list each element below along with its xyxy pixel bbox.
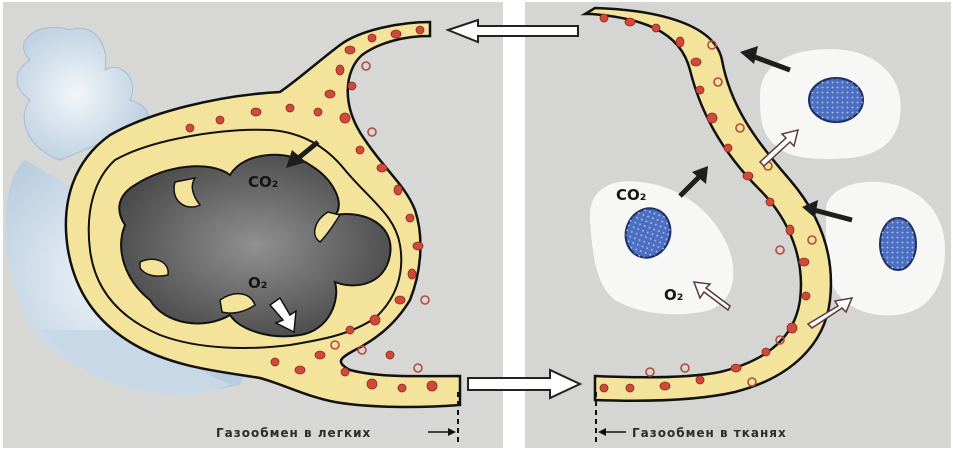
tissue-caption: Газообмен в тканях	[632, 426, 787, 440]
tissue-co2-label: CO₂	[616, 186, 646, 204]
lung-caption: Газообмен в легких	[216, 426, 371, 440]
lung-o2-label: O₂	[248, 274, 267, 292]
nucleus-icon	[809, 78, 863, 122]
nucleus-icon	[880, 218, 916, 270]
tissue-o2-label: O₂	[664, 286, 683, 304]
lung-co2-label: CO₂	[248, 173, 278, 191]
